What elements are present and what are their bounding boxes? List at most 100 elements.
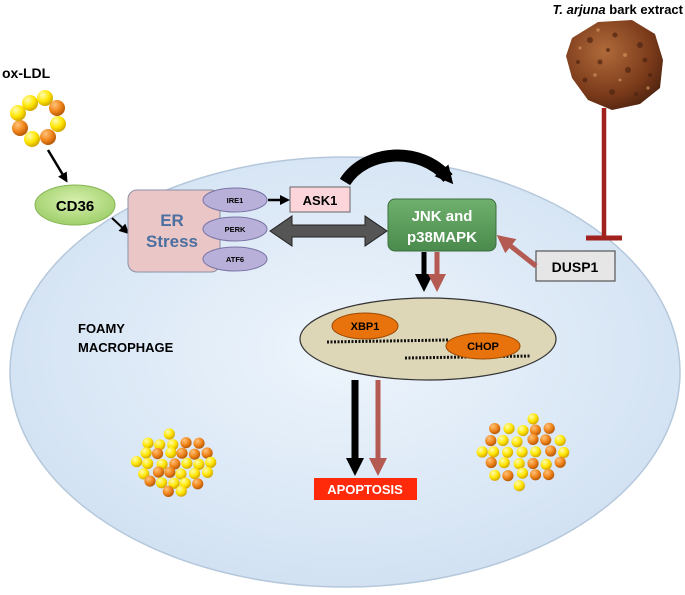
lipid-ball xyxy=(543,422,555,434)
extract-rest: bark extract xyxy=(606,2,684,17)
lipid-ball xyxy=(485,435,497,447)
ask1-label: ASK1 xyxy=(303,193,338,208)
lipoprotein-ring-icon xyxy=(10,90,66,147)
lipid-ball xyxy=(163,428,175,440)
lipid-ball xyxy=(152,466,165,478)
lipid-droplet-cluster-icon xyxy=(131,428,217,497)
lipid-ball xyxy=(517,425,529,437)
jnk-label-line2: p38MAPK xyxy=(407,229,477,246)
lipid-ball xyxy=(168,477,180,489)
lipid-ball xyxy=(193,458,205,470)
apoptosis-box xyxy=(314,478,417,500)
lipid-ball xyxy=(540,458,552,470)
lipid-ball xyxy=(131,456,143,468)
chop-oval xyxy=(445,332,521,360)
dna-strand-upper xyxy=(326,338,449,344)
lipid-ball xyxy=(540,434,552,446)
extract-species: T. arjuna xyxy=(552,2,605,17)
lipid-ball xyxy=(188,448,201,460)
lipid-ball xyxy=(527,433,539,445)
lipid-ball xyxy=(156,477,168,489)
oxldl-to-cd36-arrow xyxy=(46,149,68,183)
ask1-box xyxy=(289,186,351,213)
lipid-ball xyxy=(502,446,514,458)
lipid-ball xyxy=(516,467,529,479)
lipid-ball xyxy=(201,447,213,459)
xbp1-label: XBP1 xyxy=(351,321,380,333)
cd36-label: CD36 xyxy=(56,198,94,215)
er-stress-line2: Stress xyxy=(146,232,198,251)
perk-label: PERK xyxy=(225,225,246,234)
extract-title: T. arjuna bark extract xyxy=(552,2,683,17)
lipid-ball xyxy=(180,437,192,449)
lipid-ball xyxy=(142,437,154,449)
lipid-ball xyxy=(140,447,152,459)
nucleus xyxy=(299,297,557,381)
lipid-ball xyxy=(142,458,154,470)
lipid-ball xyxy=(554,434,566,446)
atf6-sensor xyxy=(202,246,268,272)
lipid-ball xyxy=(529,469,542,481)
ask1-to-jnk-curved-arrow xyxy=(339,149,454,186)
lipid-ball xyxy=(516,446,528,458)
lipid-ball xyxy=(485,456,497,469)
lipid-ball xyxy=(175,485,187,497)
lipid-ball xyxy=(164,466,176,478)
lipid-ball xyxy=(503,423,515,435)
lipid-ball xyxy=(144,475,156,487)
jnk-label-line1: JNK and xyxy=(412,208,473,225)
lipid-ball xyxy=(205,456,217,468)
lipid-ball xyxy=(529,424,542,436)
dusp1-label: DUSP1 xyxy=(552,259,599,275)
cd36-to-er-arrow xyxy=(111,217,130,235)
lipid-ball xyxy=(138,468,150,480)
lipid-ball xyxy=(558,446,570,459)
foamy-macrophage-cell xyxy=(9,156,681,588)
ire1-label: IRE1 xyxy=(227,196,244,205)
lipid-ball xyxy=(527,413,539,425)
lipid-ball xyxy=(181,457,193,469)
lipid-ball xyxy=(554,456,566,468)
lipid-ball xyxy=(545,445,557,457)
lipid-ball xyxy=(154,439,166,451)
perk-jnk-double-arrow xyxy=(269,215,388,247)
lipid-ball xyxy=(175,468,187,480)
oxldl-label: ox-LDL xyxy=(2,65,51,81)
cd36-receptor xyxy=(34,184,116,226)
chop-label: CHOP xyxy=(467,341,499,353)
lipid-ball xyxy=(513,458,525,470)
xbp1-oval xyxy=(331,312,399,340)
lipid-ball xyxy=(527,457,539,470)
lipid-ball xyxy=(201,466,214,478)
lipid-ball xyxy=(189,468,201,480)
lipid-ball xyxy=(502,470,514,482)
lipid-ball xyxy=(498,457,510,469)
foamy-label-line1: FOAMY xyxy=(78,321,125,336)
lipid-ball xyxy=(489,423,501,435)
lipid-droplet-cluster-icon xyxy=(476,413,570,492)
lipid-ball xyxy=(513,480,525,492)
perk-sensor xyxy=(202,216,268,242)
dusp1-box xyxy=(535,250,616,282)
jnk-p38mapk-box xyxy=(387,198,497,252)
lipid-ball xyxy=(489,469,501,481)
lipid-ball xyxy=(530,446,542,458)
lipid-ball xyxy=(497,434,509,447)
lipid-ball xyxy=(165,447,177,459)
lipid-ball xyxy=(193,437,205,449)
lipid-ball xyxy=(511,436,523,448)
apoptosis-label: APOPTOSIS xyxy=(327,482,403,497)
lipid-ball xyxy=(488,446,500,458)
lipid-ball xyxy=(162,485,174,497)
lipid-ball xyxy=(176,447,188,459)
er-stress-line1: ER xyxy=(160,211,184,230)
lipid-ball xyxy=(151,448,164,460)
lipid-ball xyxy=(543,469,555,481)
atf6-label: ATF6 xyxy=(226,255,244,264)
lipid-ball xyxy=(169,458,181,470)
foamy-label-line2: MACROPHAGE xyxy=(78,340,174,355)
bark-chunk-icon xyxy=(566,20,663,110)
ire1-sensor xyxy=(202,187,268,213)
dusp1-to-jnk-arrow xyxy=(496,235,538,268)
